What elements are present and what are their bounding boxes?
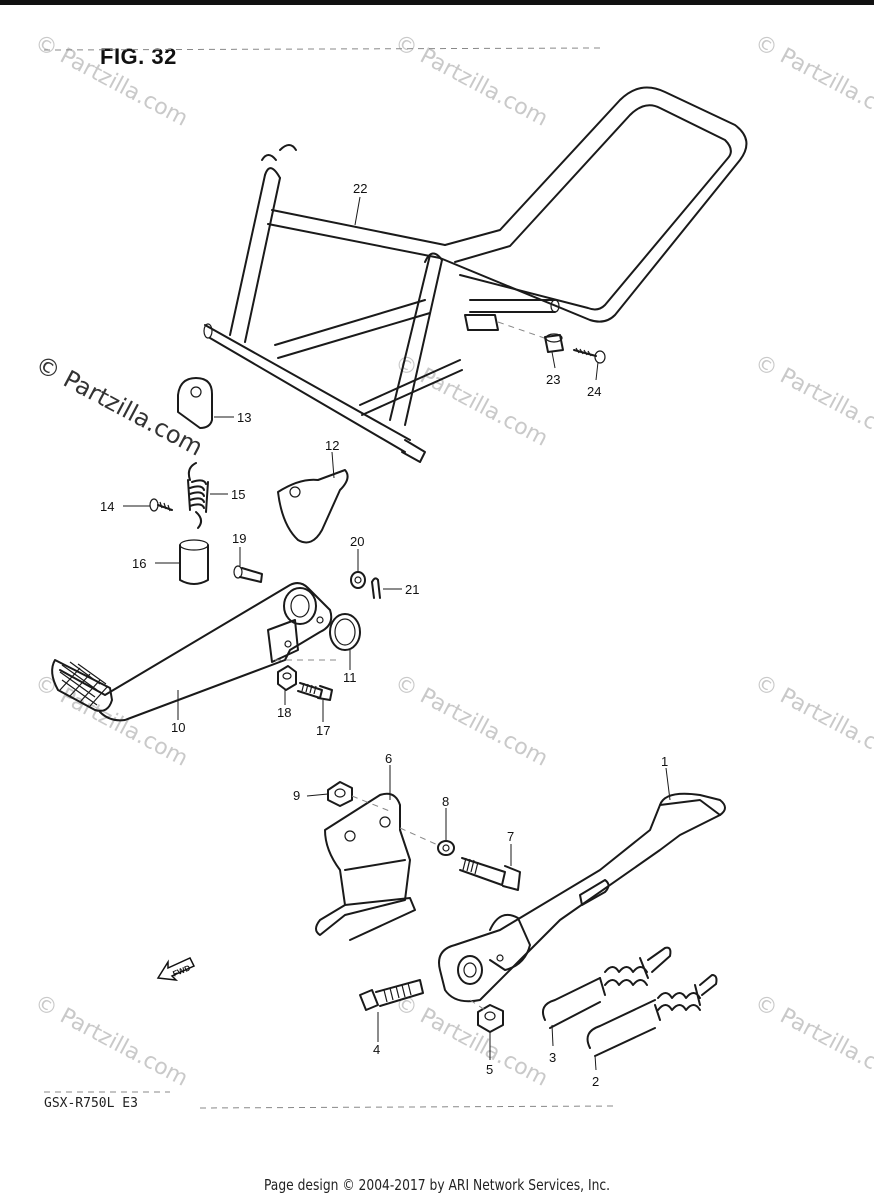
stand-frame: [203, 86, 748, 463]
bolt-24: [573, 347, 606, 364]
callout-16: 16: [132, 556, 146, 571]
bush-23: [544, 333, 564, 353]
callout-22: 22: [353, 181, 367, 196]
callout-17: 17: [316, 723, 330, 738]
callout-9: 9: [293, 788, 300, 803]
side-stand-1: [438, 792, 726, 1003]
spring-3: [542, 946, 672, 1029]
spring-15: [187, 462, 209, 529]
fwd-arrow-icon: FWD: [156, 957, 196, 981]
callout-23: 23: [546, 372, 560, 387]
bolt-4: [359, 979, 424, 1011]
spring-2: [586, 974, 718, 1057]
nut-18: [277, 665, 297, 691]
bolt-14: [149, 498, 173, 512]
washer-11: [329, 613, 361, 651]
bracket-13: [177, 377, 213, 429]
callout-14: 14: [100, 499, 114, 514]
callout-24: 24: [587, 384, 601, 399]
nut-9: [327, 781, 353, 807]
callout-6: 6: [385, 751, 392, 766]
callout-8: 8: [442, 794, 449, 809]
callout-11: 11: [343, 670, 357, 685]
callout-15: 15: [231, 487, 245, 502]
callout-7: 7: [507, 829, 514, 844]
cotter-pin-21: [371, 577, 381, 599]
washer-20: [350, 571, 366, 589]
callout-19: 19: [232, 531, 246, 546]
figure-title: FIG. 32: [100, 44, 177, 69]
callout-1: 1: [661, 754, 668, 769]
callout-20: 20: [350, 534, 364, 549]
callout-2: 2: [592, 1074, 599, 1089]
callout-18: 18: [277, 705, 291, 720]
callout-10: 10: [171, 720, 185, 735]
bolt-7: [459, 857, 521, 891]
model-code: GSX-R750L E3: [44, 1096, 138, 1111]
callout-3: 3: [549, 1050, 556, 1065]
pedal-arm-10: [51, 582, 333, 722]
callout-5: 5: [486, 1062, 493, 1077]
bracket-6: [315, 792, 416, 941]
nut-5: [477, 1004, 504, 1033]
callout-12: 12: [325, 438, 339, 453]
washer-8: [437, 840, 455, 856]
collar-16: [179, 539, 209, 585]
footer-copyright: Page design © 2004-2017 by ARI Network S…: [263, 1176, 611, 1194]
callout-13: 13: [237, 410, 251, 425]
cover-12: [277, 469, 349, 544]
pin-19: [233, 565, 263, 583]
callout-21: 21: [405, 582, 419, 597]
bolt-17: [297, 682, 333, 701]
callout-4: 4: [373, 1042, 380, 1057]
callouts: 1 2 3 4 5 6 7 8 9 10 11 12 13 14 15 16 1…: [100, 181, 668, 1089]
top-border: [0, 0, 874, 5]
leader-lines: [123, 196, 671, 1071]
